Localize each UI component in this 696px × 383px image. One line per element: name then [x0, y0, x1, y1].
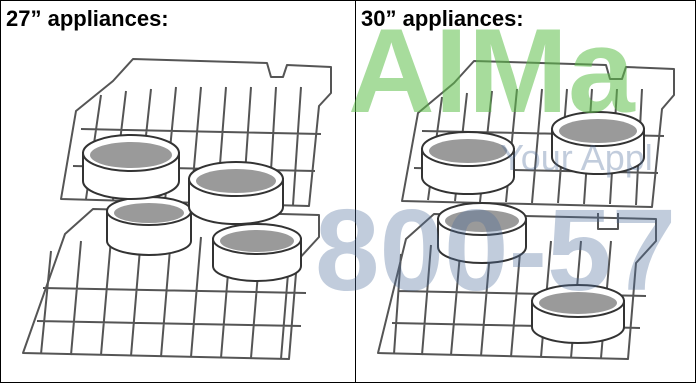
- lower-rack-bars: [36, 236, 307, 360]
- pan-lower-left: [106, 196, 192, 256]
- upper-rack-frame: [401, 60, 675, 208]
- pan-lower-right: [531, 284, 625, 344]
- oven-racks-27-illustration: [22, 58, 332, 360]
- pan-upper-left: [82, 134, 180, 200]
- pan-lower-left: [437, 202, 527, 264]
- heading-30-inch: 30” appliances:: [361, 6, 524, 31]
- pan-upper-left: [421, 131, 515, 195]
- column-27-inch: 27” appliances:: [1, 1, 356, 382]
- pan-upper-right: [188, 161, 284, 225]
- upper-rack-frame: [60, 58, 332, 207]
- heading-27-inch: 27” appliances:: [6, 6, 169, 31]
- oven-racks-30-illustration: [377, 60, 675, 360]
- pan-upper-right: [551, 111, 645, 175]
- column-30-inch: 30” appliances:: [356, 1, 695, 382]
- pan-lower-right: [212, 223, 302, 282]
